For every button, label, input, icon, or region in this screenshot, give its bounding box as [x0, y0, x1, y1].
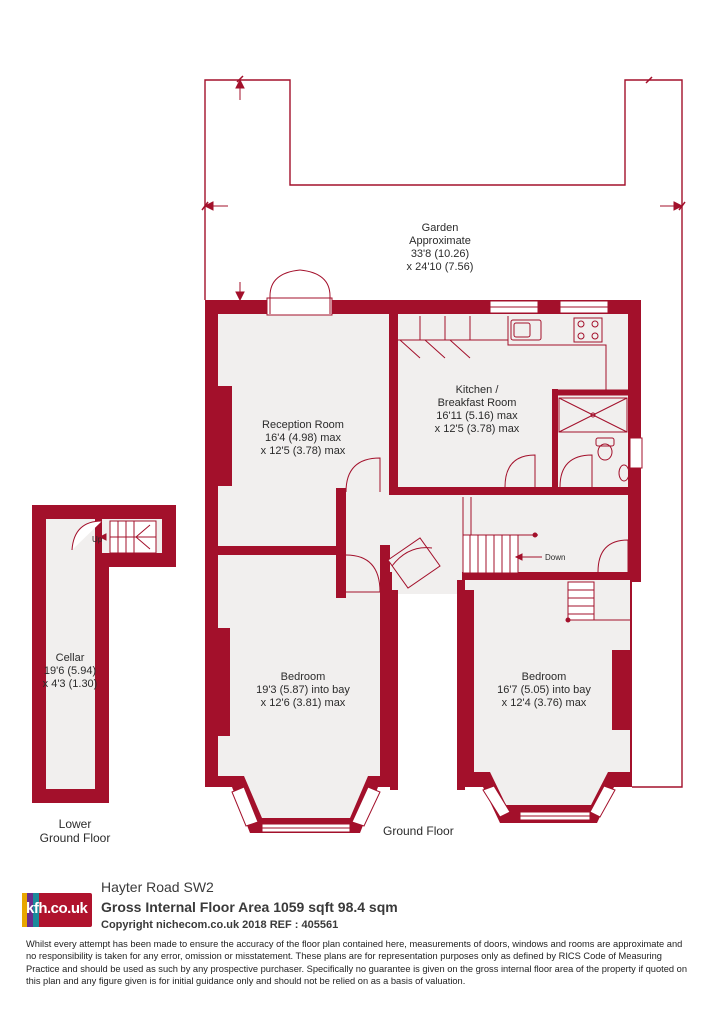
reception-room-label: Reception Room 16'4 (4.98) max x 12'5 (3…	[261, 419, 346, 457]
bedroom-right-dim2: x 12'4 (3.76) max	[502, 697, 587, 709]
bedroom-left-label: Bedroom 19'3 (5.87) into bay x 12'6 (3.8…	[256, 671, 350, 709]
garden-label: Garden Approximate 33'8 (10.26) x 24'10 …	[407, 222, 474, 273]
stairs-down-label: Down	[545, 553, 565, 562]
reception-room-dim2: x 12'5 (3.78) max	[261, 445, 346, 457]
reception-room-dim1: 16'4 (4.98) max	[265, 432, 342, 444]
copyright-ref: Copyright nichecom.co.uk 2018 REF : 4055…	[101, 919, 339, 931]
cellar-dim2: x 4'3 (1.30)	[43, 678, 98, 690]
lower-floor-line2: Ground Floor	[40, 831, 111, 845]
kitchen-dim2: x 12'5 (3.78) max	[435, 423, 520, 435]
kitchen-name1: Kitchen /	[456, 384, 500, 396]
lower-floor-line1: Lower	[59, 817, 92, 831]
bedroom-right-label: Bedroom 16'7 (5.05) into bay x 12'4 (3.7…	[497, 671, 591, 709]
kitchen-name2: Breakfast Room	[438, 397, 517, 409]
floor-area: Gross Internal Floor Area 1059 sqft 98.4…	[101, 899, 398, 915]
bedroom-left-dim2: x 12'6 (3.81) max	[261, 697, 346, 709]
garden-dim1: 33'8 (10.26)	[411, 248, 469, 260]
kitchen-dim1: 16'11 (5.16) max	[436, 410, 518, 422]
cellar-name: Cellar	[56, 652, 85, 664]
garden-title: Garden	[422, 222, 459, 234]
garden-dim2: x 24'10 (7.56)	[407, 261, 474, 273]
garden-approx: Approximate	[409, 235, 471, 247]
stairs-up-label: Up	[92, 535, 103, 544]
property-address: Hayter Road SW2	[101, 879, 214, 895]
garden-dimension-arrows	[201, 75, 686, 302]
bedroom-right-dim1: 16'7 (5.05) into bay	[497, 684, 591, 696]
kfh-logo: kfh.co.uk	[22, 893, 92, 927]
kitchen-label: Kitchen / Breakfast Room 16'11 (5.16) ma…	[435, 384, 520, 435]
disclaimer-text: Whilst every attempt has been made to en…	[26, 939, 687, 986]
logo-color-bars	[22, 893, 44, 927]
bedroom-left-name: Bedroom	[281, 671, 326, 683]
garden-outline	[204, 79, 683, 788]
ground-floor-label: Ground Floor	[383, 824, 454, 838]
bedroom-left-dim1: 19'3 (5.87) into bay	[256, 684, 350, 696]
bedroom-right-name: Bedroom	[522, 671, 567, 683]
lower-ground-floor-label: Lower Ground Floor	[40, 817, 111, 845]
reception-room-name: Reception Room	[262, 419, 344, 431]
ground-floor-plan	[205, 269, 643, 834]
cellar-dim1: 19'6 (5.94)	[44, 665, 96, 677]
logo-text: kfh.co.uk	[26, 900, 88, 917]
lower-ground-floor-plan	[32, 505, 176, 803]
cellar-label: Cellar 19'6 (5.94) x 4'3 (1.30)	[43, 652, 98, 690]
